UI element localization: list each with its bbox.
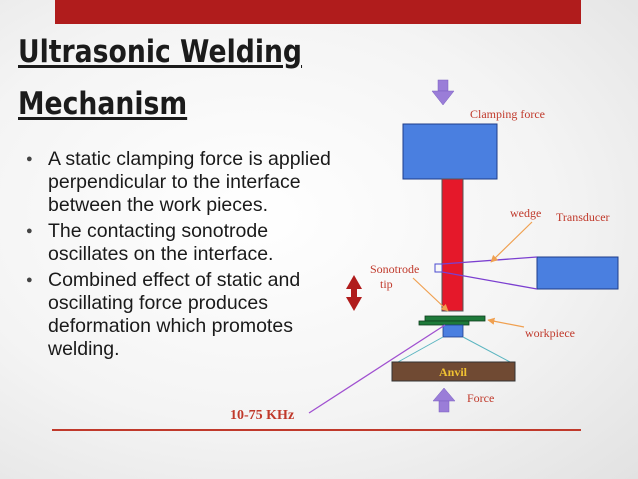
frequency-label: 10-75 KHz (230, 408, 294, 423)
clamping-force-label: Clamping force (470, 107, 545, 121)
slide-title-line1: Ultrasonic Welding (18, 34, 303, 70)
workpiece-pointer (487, 317, 525, 328)
anvil-tip (442, 324, 464, 338)
bullet-item: The contacting sonotrode oscillates on t… (26, 220, 346, 266)
sonotrode-label: Sonotrode (370, 262, 419, 276)
sonotrode-rod (441, 178, 464, 312)
oscillation-arrow-icon (346, 275, 362, 311)
bullet-list: A static clamping force is applied perpe… (26, 148, 346, 364)
frequency-pointer (308, 324, 446, 414)
bottom-divider (52, 429, 581, 431)
top-accent-bar (55, 0, 581, 24)
transducer-label: Transducer (556, 210, 610, 224)
transducer-connector-bottom (441, 271, 538, 290)
wedge-label: wedge (510, 206, 541, 220)
workpiece-top (424, 315, 486, 322)
slide-title-line2: Mechanism (18, 86, 188, 122)
force-label: Force (467, 391, 494, 405)
wedge-pointer (490, 221, 533, 263)
anvil-block (391, 361, 516, 382)
workpiece-label: workpiece (525, 326, 575, 340)
support-line-left (397, 336, 444, 363)
wedge-marker (434, 263, 443, 273)
force-arrow (432, 387, 456, 413)
sonotrode-pointer (412, 277, 449, 312)
anvil-label: Anvil (439, 365, 468, 379)
sonotrode-label-tip: tip (380, 277, 393, 291)
workpiece-bottom (418, 320, 470, 326)
clamping-force-arrow (431, 79, 455, 106)
transducer-block (536, 256, 619, 290)
bullet-item: A static clamping force is applied perpe… (26, 148, 346, 217)
clamp-head-block (402, 123, 498, 180)
bullet-item: Combined effect of static and oscillatin… (26, 269, 346, 361)
support-line-right (462, 336, 511, 363)
transducer-connector-top (441, 256, 538, 265)
